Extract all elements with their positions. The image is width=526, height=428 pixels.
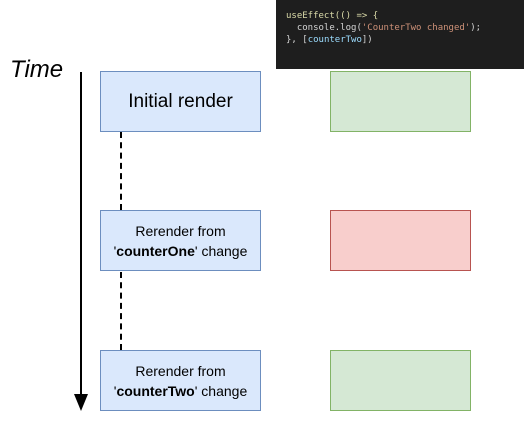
code-line-1: useEffect(() => { [286, 11, 378, 21]
code-line-3: }, [counterTwo]) [286, 35, 373, 45]
step-box-counterone-rerender: Rerender from 'counterOne' change [100, 210, 261, 271]
step-2-label-bold: counterOne [116, 242, 195, 259]
step-box-initial-render: Initial render [100, 71, 261, 132]
code-line-2-string: 'CounterTwo changed' [361, 23, 471, 33]
timeline-arrowhead-icon [74, 394, 88, 411]
result-box-2-red [330, 210, 471, 271]
step-3-label-bold: counterTwo [116, 382, 195, 399]
result-box-1-green [330, 71, 471, 132]
step-box-countertwo-rerender: Rerender from 'counterTwo' change [100, 350, 261, 411]
step-2-label-line1: Rerender from [135, 222, 226, 239]
dashed-connector-1 [120, 132, 122, 210]
result-box-3-green [330, 350, 471, 411]
step-1-label: Initial render [128, 90, 233, 112]
code-line-3-prefix: }, [ [286, 35, 308, 45]
step-3-label-line2: 'counterTwo' change [114, 381, 247, 401]
step-3-quote: ' [113, 382, 117, 399]
code-line-2-prefix: console.log( [286, 23, 362, 33]
dashed-connector-2 [120, 272, 122, 350]
step-2-quote: ' [113, 242, 117, 259]
step-3-label-line1: Rerender from [135, 362, 226, 379]
step-2-label-rest: ' change [194, 242, 248, 259]
code-line-2-suffix: ); [470, 23, 482, 33]
code-line-1-text: useEffect(() => { [286, 11, 379, 21]
code-line-3-dep: counterTwo [307, 35, 362, 45]
step-2-label-line2: 'counterOne' change [114, 241, 248, 261]
code-snippet: useEffect(() => { console.log('CounterTw… [276, 0, 524, 69]
code-line-3-suffix: ]) [361, 35, 373, 45]
time-label: Time [10, 56, 64, 83]
code-line-2: console.log('CounterTwo changed'); [286, 23, 481, 33]
step-3-label-rest: ' change [194, 382, 248, 399]
